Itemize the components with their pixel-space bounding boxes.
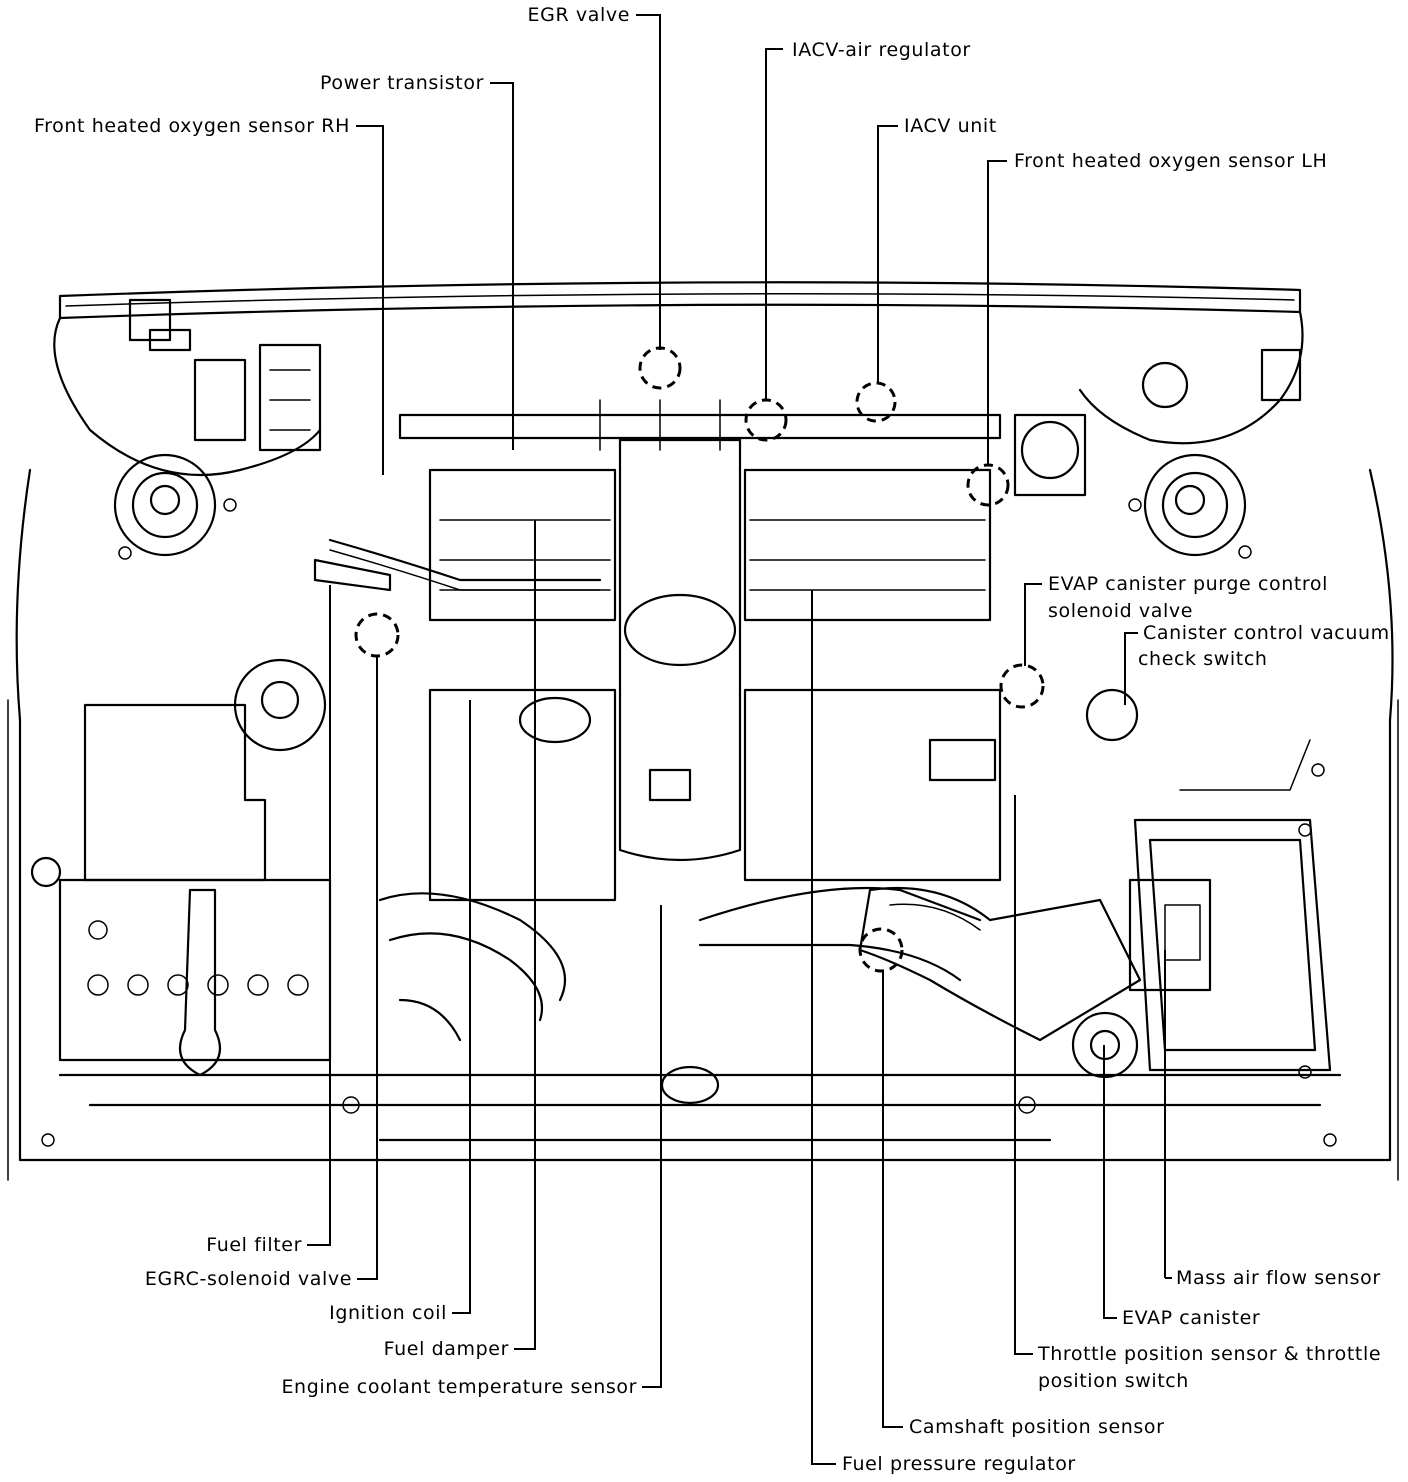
label-fuel-pressure-regulator: Fuel pressure regulator bbox=[842, 1453, 1076, 1475]
label-ect-sensor: Engine coolant temperature sensor bbox=[281, 1376, 637, 1398]
label-camshaft-sensor: Camshaft position sensor bbox=[909, 1416, 1165, 1438]
leader-power-transistor bbox=[490, 82, 514, 450]
leader-egr-valve bbox=[636, 14, 661, 350]
engine-bay-drawing bbox=[7, 281, 1399, 1181]
leader-iacv-air-regulator bbox=[765, 48, 783, 400]
leader-fuel-pressure-regulator bbox=[811, 590, 836, 1465]
label-fuel-damper: Fuel damper bbox=[384, 1338, 509, 1360]
label-evap-purge-line1: EVAP canister purge control bbox=[1048, 573, 1328, 595]
label-egrc-solenoid: EGRC-solenoid valve bbox=[145, 1268, 352, 1290]
label-evap-purge-line2: solenoid valve bbox=[1048, 600, 1193, 622]
leader-canister-vacuum bbox=[1124, 632, 1138, 705]
label-egr-valve: EGR valve bbox=[528, 4, 630, 26]
label-evap-canister: EVAP canister bbox=[1122, 1307, 1260, 1329]
label-power-transistor: Power transistor bbox=[320, 72, 484, 94]
leader-evap-canister bbox=[1103, 1045, 1117, 1319]
label-iacv-unit: IACV unit bbox=[904, 115, 997, 137]
label-canister-vacuum-line1: Canister control vacuum bbox=[1143, 622, 1390, 644]
leader-ect-sensor bbox=[642, 905, 662, 1388]
leader-camshaft bbox=[882, 970, 903, 1428]
leader-lines bbox=[307, 14, 1172, 1465]
label-fuel-filter: Fuel filter bbox=[206, 1234, 302, 1256]
label-front-ho2s-lh: Front heated oxygen sensor LH bbox=[1014, 150, 1327, 172]
label-tps-line2: position switch bbox=[1038, 1370, 1189, 1392]
leader-ignition-coil bbox=[452, 700, 471, 1314]
leader-front-ho2s-rh bbox=[356, 125, 384, 475]
label-front-ho2s-rh: Front heated oxygen sensor RH bbox=[34, 115, 350, 137]
leader-fuel-damper bbox=[514, 520, 536, 1350]
leader-front-ho2s-lh bbox=[987, 160, 1007, 465]
label-iacv-air-regulator: IACV-air regulator bbox=[792, 39, 971, 61]
label-maf-sensor: Mass air flow sensor bbox=[1176, 1267, 1381, 1289]
leader-iacv-unit bbox=[877, 125, 898, 383]
leader-fuel-filter bbox=[307, 585, 331, 1246]
leader-egrc-solenoid bbox=[357, 655, 378, 1280]
label-tps-line1: Throttle position sensor & throttle bbox=[1037, 1343, 1381, 1365]
callout-labels: EGR valve IACV-air regulator Power trans… bbox=[34, 4, 1390, 1475]
leader-tps bbox=[1014, 795, 1033, 1355]
leader-evap-purge bbox=[1024, 583, 1042, 666]
label-canister-vacuum-line2: check switch bbox=[1138, 648, 1268, 670]
label-ignition-coil: Ignition coil bbox=[329, 1302, 447, 1324]
